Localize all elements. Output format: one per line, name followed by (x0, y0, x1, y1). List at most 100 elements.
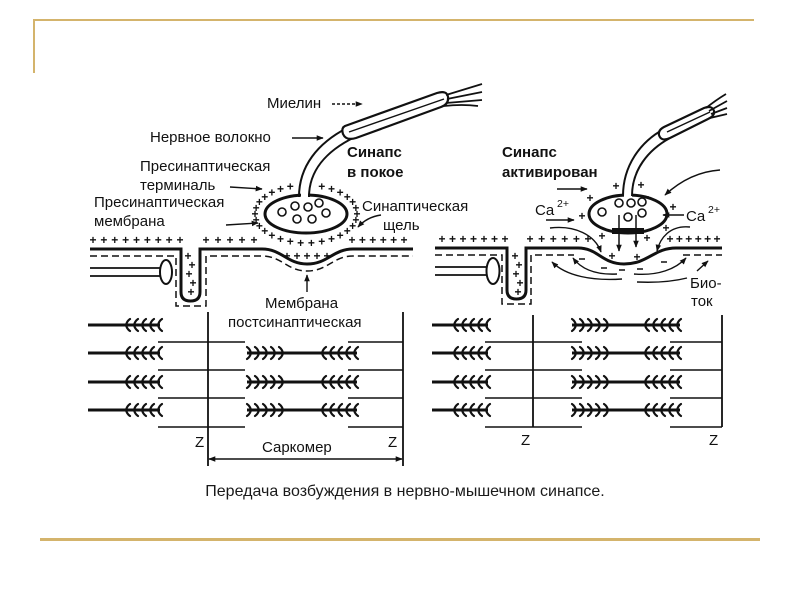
myosin-head (643, 402, 651, 418)
positive-charge: + (287, 179, 294, 193)
myosin-head (570, 374, 578, 390)
myosin-head (484, 317, 492, 333)
positive-charge: + (685, 232, 692, 246)
myosin-head (667, 402, 675, 418)
positive-charge: + (89, 233, 96, 247)
myosin-head (132, 345, 140, 361)
resting-title-line1: Синапс (347, 144, 402, 161)
myosin-head (261, 345, 269, 361)
myosin-head (253, 402, 261, 418)
myosin-head (132, 402, 140, 418)
positive-charge: + (328, 182, 335, 196)
synaptic-vesicle (303, 202, 313, 212)
myosin-head (124, 345, 132, 361)
synaptic-cleft-pointer-arrow (357, 214, 382, 228)
positive-charge: + (390, 233, 397, 247)
presynaptic-membrane-label-line1: Пресинаптическая (94, 194, 224, 211)
axon-branches (443, 83, 483, 107)
myosin-head (602, 402, 610, 418)
synaptic-vesicle (321, 208, 331, 218)
positive-charge: + (380, 233, 387, 247)
myosin-head (452, 402, 460, 418)
myosin-head (140, 345, 148, 361)
presynaptic-membrane-label-line2: мембрана (94, 213, 165, 230)
ion-flow-arrow (655, 226, 691, 252)
positive-charge: + (344, 190, 351, 204)
presynaptic-membrane-pointer-arrow (225, 220, 259, 227)
myosin-head (460, 402, 468, 418)
presynaptic-terminal-label-line1: Пресинаптическая (140, 158, 270, 175)
right-charges-layer: ++++++++++++++++++++++++++++++++++ (438, 178, 720, 299)
positive-charge: + (318, 235, 325, 249)
myosin-head (336, 374, 344, 390)
calcium-ion-charge: 2+ (708, 204, 720, 216)
myosin-head (594, 345, 602, 361)
positive-charge: + (176, 233, 183, 247)
myosin-head (140, 374, 148, 390)
myosin-head (659, 345, 667, 361)
axon-core-line (666, 111, 711, 133)
bottom-rule (40, 538, 760, 541)
positive-charge: + (166, 233, 173, 247)
negative-charge-layer (435, 254, 722, 305)
positive-charge: + (188, 258, 195, 272)
myosin-head (460, 317, 468, 333)
positive-charge: + (100, 233, 107, 247)
myosin-head (594, 402, 602, 418)
myosin-head (476, 374, 484, 390)
synaptic-vesicle (626, 198, 636, 208)
synaptic-vesicle (637, 208, 647, 218)
positive-charge: + (277, 182, 284, 196)
left-rule (33, 19, 35, 73)
positive-charge: + (538, 232, 545, 246)
myosin-head (132, 374, 140, 390)
myosin-head (328, 402, 336, 418)
synaptic-vesicle (314, 198, 324, 208)
myosin-head (578, 317, 586, 333)
positive-charge: + (293, 249, 300, 263)
positive-charge: + (400, 233, 407, 247)
myosin-head (261, 402, 269, 418)
transmitter-release-zone (612, 228, 644, 234)
positive-charge: + (256, 219, 263, 233)
synaptic-vesicle (597, 207, 607, 217)
positive-charge: + (277, 232, 284, 246)
activated-synapse-panel: ++++++++++++++++++++++++++++++++++ (432, 93, 728, 449)
positive-charge: + (226, 233, 233, 247)
positive-charge: + (459, 232, 466, 246)
positive-charge: + (261, 224, 268, 238)
positive-charge: + (643, 231, 650, 245)
myosin-head (148, 402, 156, 418)
myosin-head (586, 402, 594, 418)
myosin-head (269, 374, 277, 390)
synaptic-vesicle (292, 214, 302, 224)
positive-charge: + (318, 179, 325, 193)
positive-charge: + (238, 233, 245, 247)
positive-charge: + (283, 249, 290, 263)
nerve-fiber-edge (622, 128, 665, 197)
synaptic-vesicle (614, 198, 624, 208)
myosin-head (352, 402, 360, 418)
calcium-ion-charge: 2+ (557, 198, 569, 210)
myosin-head (468, 374, 476, 390)
myosin-head (148, 345, 156, 361)
synaptic-vesicle (290, 201, 300, 211)
myosin-head (651, 374, 659, 390)
positive-charge: + (359, 233, 366, 247)
positive-charge: + (349, 219, 356, 233)
positive-charge: + (202, 233, 209, 247)
positive-charge: + (676, 232, 683, 246)
positive-charge: + (438, 232, 445, 246)
positive-charge: + (337, 185, 344, 199)
myosin-head (140, 402, 148, 418)
presynaptic-terminal-pointer-arrow (229, 185, 263, 192)
myosin-head (675, 345, 683, 361)
myosin-head (140, 317, 148, 333)
action-potential-arrow (664, 169, 721, 196)
myosin-head (261, 374, 269, 390)
biocurrent-arrow (572, 257, 618, 275)
myosin-head (124, 317, 132, 333)
myosin-head (602, 345, 610, 361)
positive-charge: + (297, 236, 304, 250)
positive-charge: + (185, 267, 192, 281)
